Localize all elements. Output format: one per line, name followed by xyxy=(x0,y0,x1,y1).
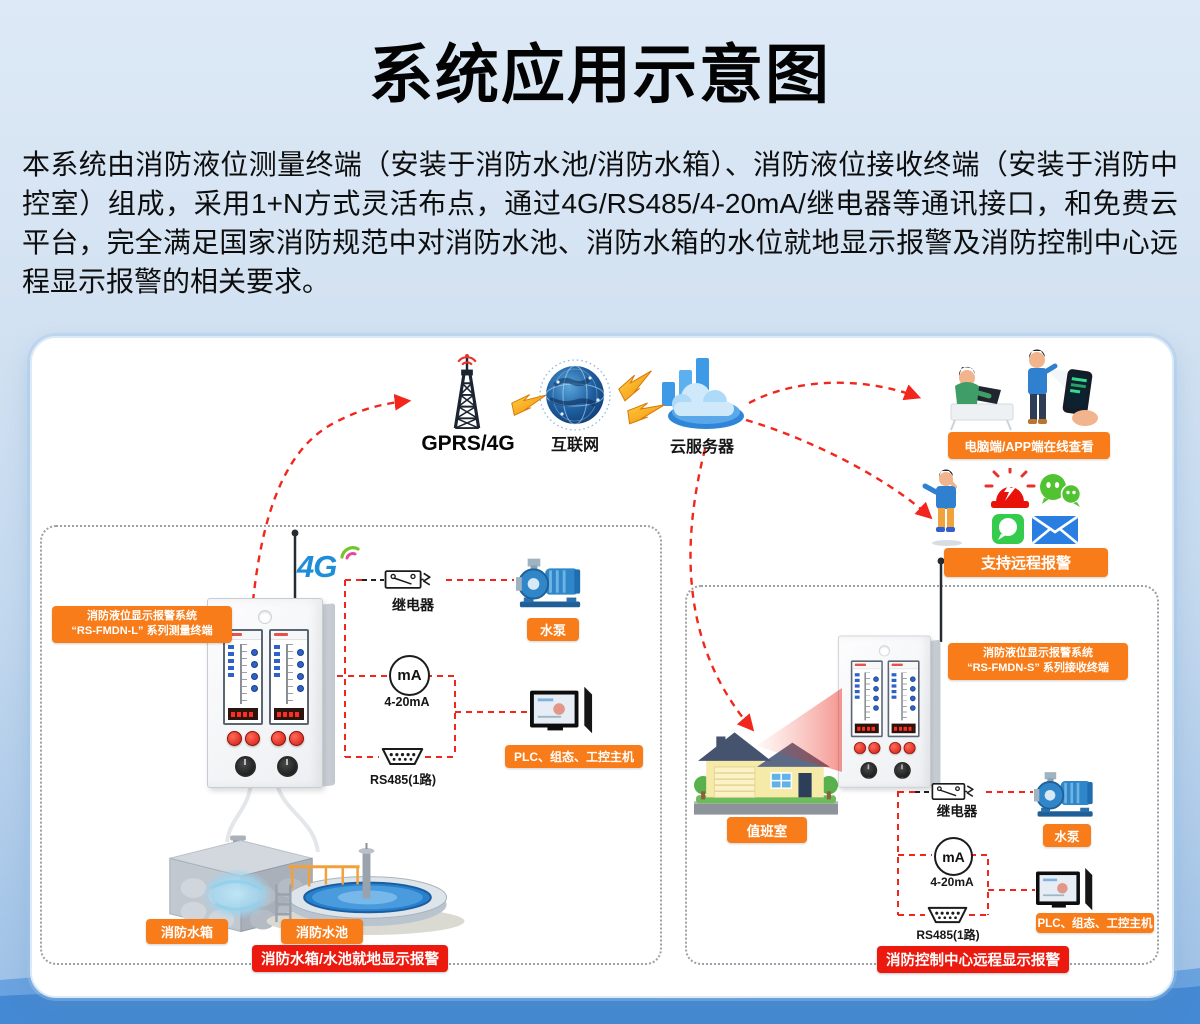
plc-badge: PLC、组态、工控主机 xyxy=(1036,913,1154,933)
ma-output-icon: mA xyxy=(934,837,973,876)
relay-label: 继电器 xyxy=(392,597,434,613)
pump-badge: 水泵 xyxy=(1043,824,1091,847)
siren-icon xyxy=(984,468,1036,508)
relay-icon xyxy=(384,570,431,589)
ma-label: 4-20mA xyxy=(384,695,430,709)
gauge-display xyxy=(854,723,879,734)
relay-icon xyxy=(931,782,974,801)
remote-zone-badge: 消防控制中心远程显示报警 xyxy=(877,946,1069,973)
control-knob xyxy=(235,756,256,777)
logo-4g-waves-icon xyxy=(340,546,360,560)
online-view-people-icon xyxy=(950,349,1098,431)
sms-icon xyxy=(992,514,1024,544)
control-knob xyxy=(860,762,878,779)
alarm-button xyxy=(903,742,916,754)
plc-monitor-icon xyxy=(1036,868,1093,911)
badge-line2: “RS-FMDN-S” 系列接收终端 xyxy=(967,662,1109,675)
pump-badge: 水泵 xyxy=(527,618,579,641)
duty-room-badge: 值班室 xyxy=(727,817,807,843)
badge-line2: “RS-FMDN-L” 系列测量终端 xyxy=(71,625,213,638)
remote-alarm-badge: 支持远程报警 xyxy=(944,548,1108,577)
level-gauge xyxy=(850,660,883,738)
plc-monitor-icon xyxy=(530,686,593,734)
badge-line1: 消防液位显示报警系统 xyxy=(983,647,1093,659)
internet-globe-icon xyxy=(539,359,611,431)
wechat-icon xyxy=(1040,474,1082,507)
internet-label: 互联网 xyxy=(550,437,599,454)
device-buzzer xyxy=(878,645,890,657)
alarm-button xyxy=(289,731,304,746)
ma-label: 4-20mA xyxy=(930,875,974,889)
measure-terminal-badge: 消防液位显示报警系统 “RS-FMDN-L” 系列测量终端 xyxy=(52,606,232,643)
badge-line1: 消防液位显示报警系统 xyxy=(87,610,197,622)
remote-alarm-icons xyxy=(922,468,1082,546)
device-buzzer xyxy=(258,610,272,624)
gauge-display xyxy=(228,708,258,720)
device-front-panel xyxy=(207,598,323,788)
level-gauge xyxy=(887,660,920,738)
online-view-badge: 电脑端/APP端在线查看 xyxy=(948,432,1110,459)
alarm-button xyxy=(227,731,242,746)
logo-4g: 4G xyxy=(297,546,360,585)
alarm-button xyxy=(271,731,286,746)
receive-terminal-badge: 消防液位显示报警系统 “RS-FMDN-S” 系列接收终端 xyxy=(948,643,1128,680)
level-gauge xyxy=(269,629,309,725)
rs485-connector-icon xyxy=(381,747,424,766)
pool-badge: 消防水池 xyxy=(281,919,363,944)
water-pump-icon xyxy=(516,557,582,609)
water-pump-icon xyxy=(1034,771,1094,818)
duty-room-house-icon xyxy=(694,732,838,815)
relay-label: 继电器 xyxy=(936,804,978,819)
rs485-connector-icon xyxy=(927,906,968,924)
control-knob xyxy=(277,756,298,777)
mail-icon xyxy=(1032,515,1078,545)
level-gauge xyxy=(223,629,263,725)
gauge-display xyxy=(274,708,304,720)
ma-output-icon: mA xyxy=(389,655,430,696)
cloud-label: 云服务器 xyxy=(669,439,734,456)
intro-paragraph: 本系统由消防液位测量终端（安装于消防水池/消防水箱）、消防液位接收终端（安装于消… xyxy=(22,149,1178,297)
logo-4g-text: 4G xyxy=(297,549,337,584)
device-front-panel xyxy=(838,635,931,788)
rs485-label: RS485(1路) xyxy=(916,928,980,942)
measure-terminal-device xyxy=(207,596,337,788)
gprs-label: GPRS/4G xyxy=(421,432,515,455)
receive-terminal-device xyxy=(838,634,942,788)
tank-badge: 消防水箱 xyxy=(146,919,228,944)
cloud-server-icon xyxy=(662,358,744,429)
gprs-tower-icon xyxy=(453,353,481,430)
rs485-label: RS485(1路) xyxy=(370,773,436,787)
plc-badge: PLC、组态、工控主机 xyxy=(505,745,643,768)
alarm-button xyxy=(245,731,260,746)
page-title: 系统应用示意图 xyxy=(369,39,831,111)
alarm-button xyxy=(868,742,881,754)
control-knob xyxy=(894,762,911,779)
local-zone-badge: 消防水箱/水池就地显示报警 xyxy=(252,945,449,972)
alarm-button xyxy=(854,742,866,754)
gauge-display xyxy=(891,723,916,734)
alarm-button xyxy=(889,742,902,754)
